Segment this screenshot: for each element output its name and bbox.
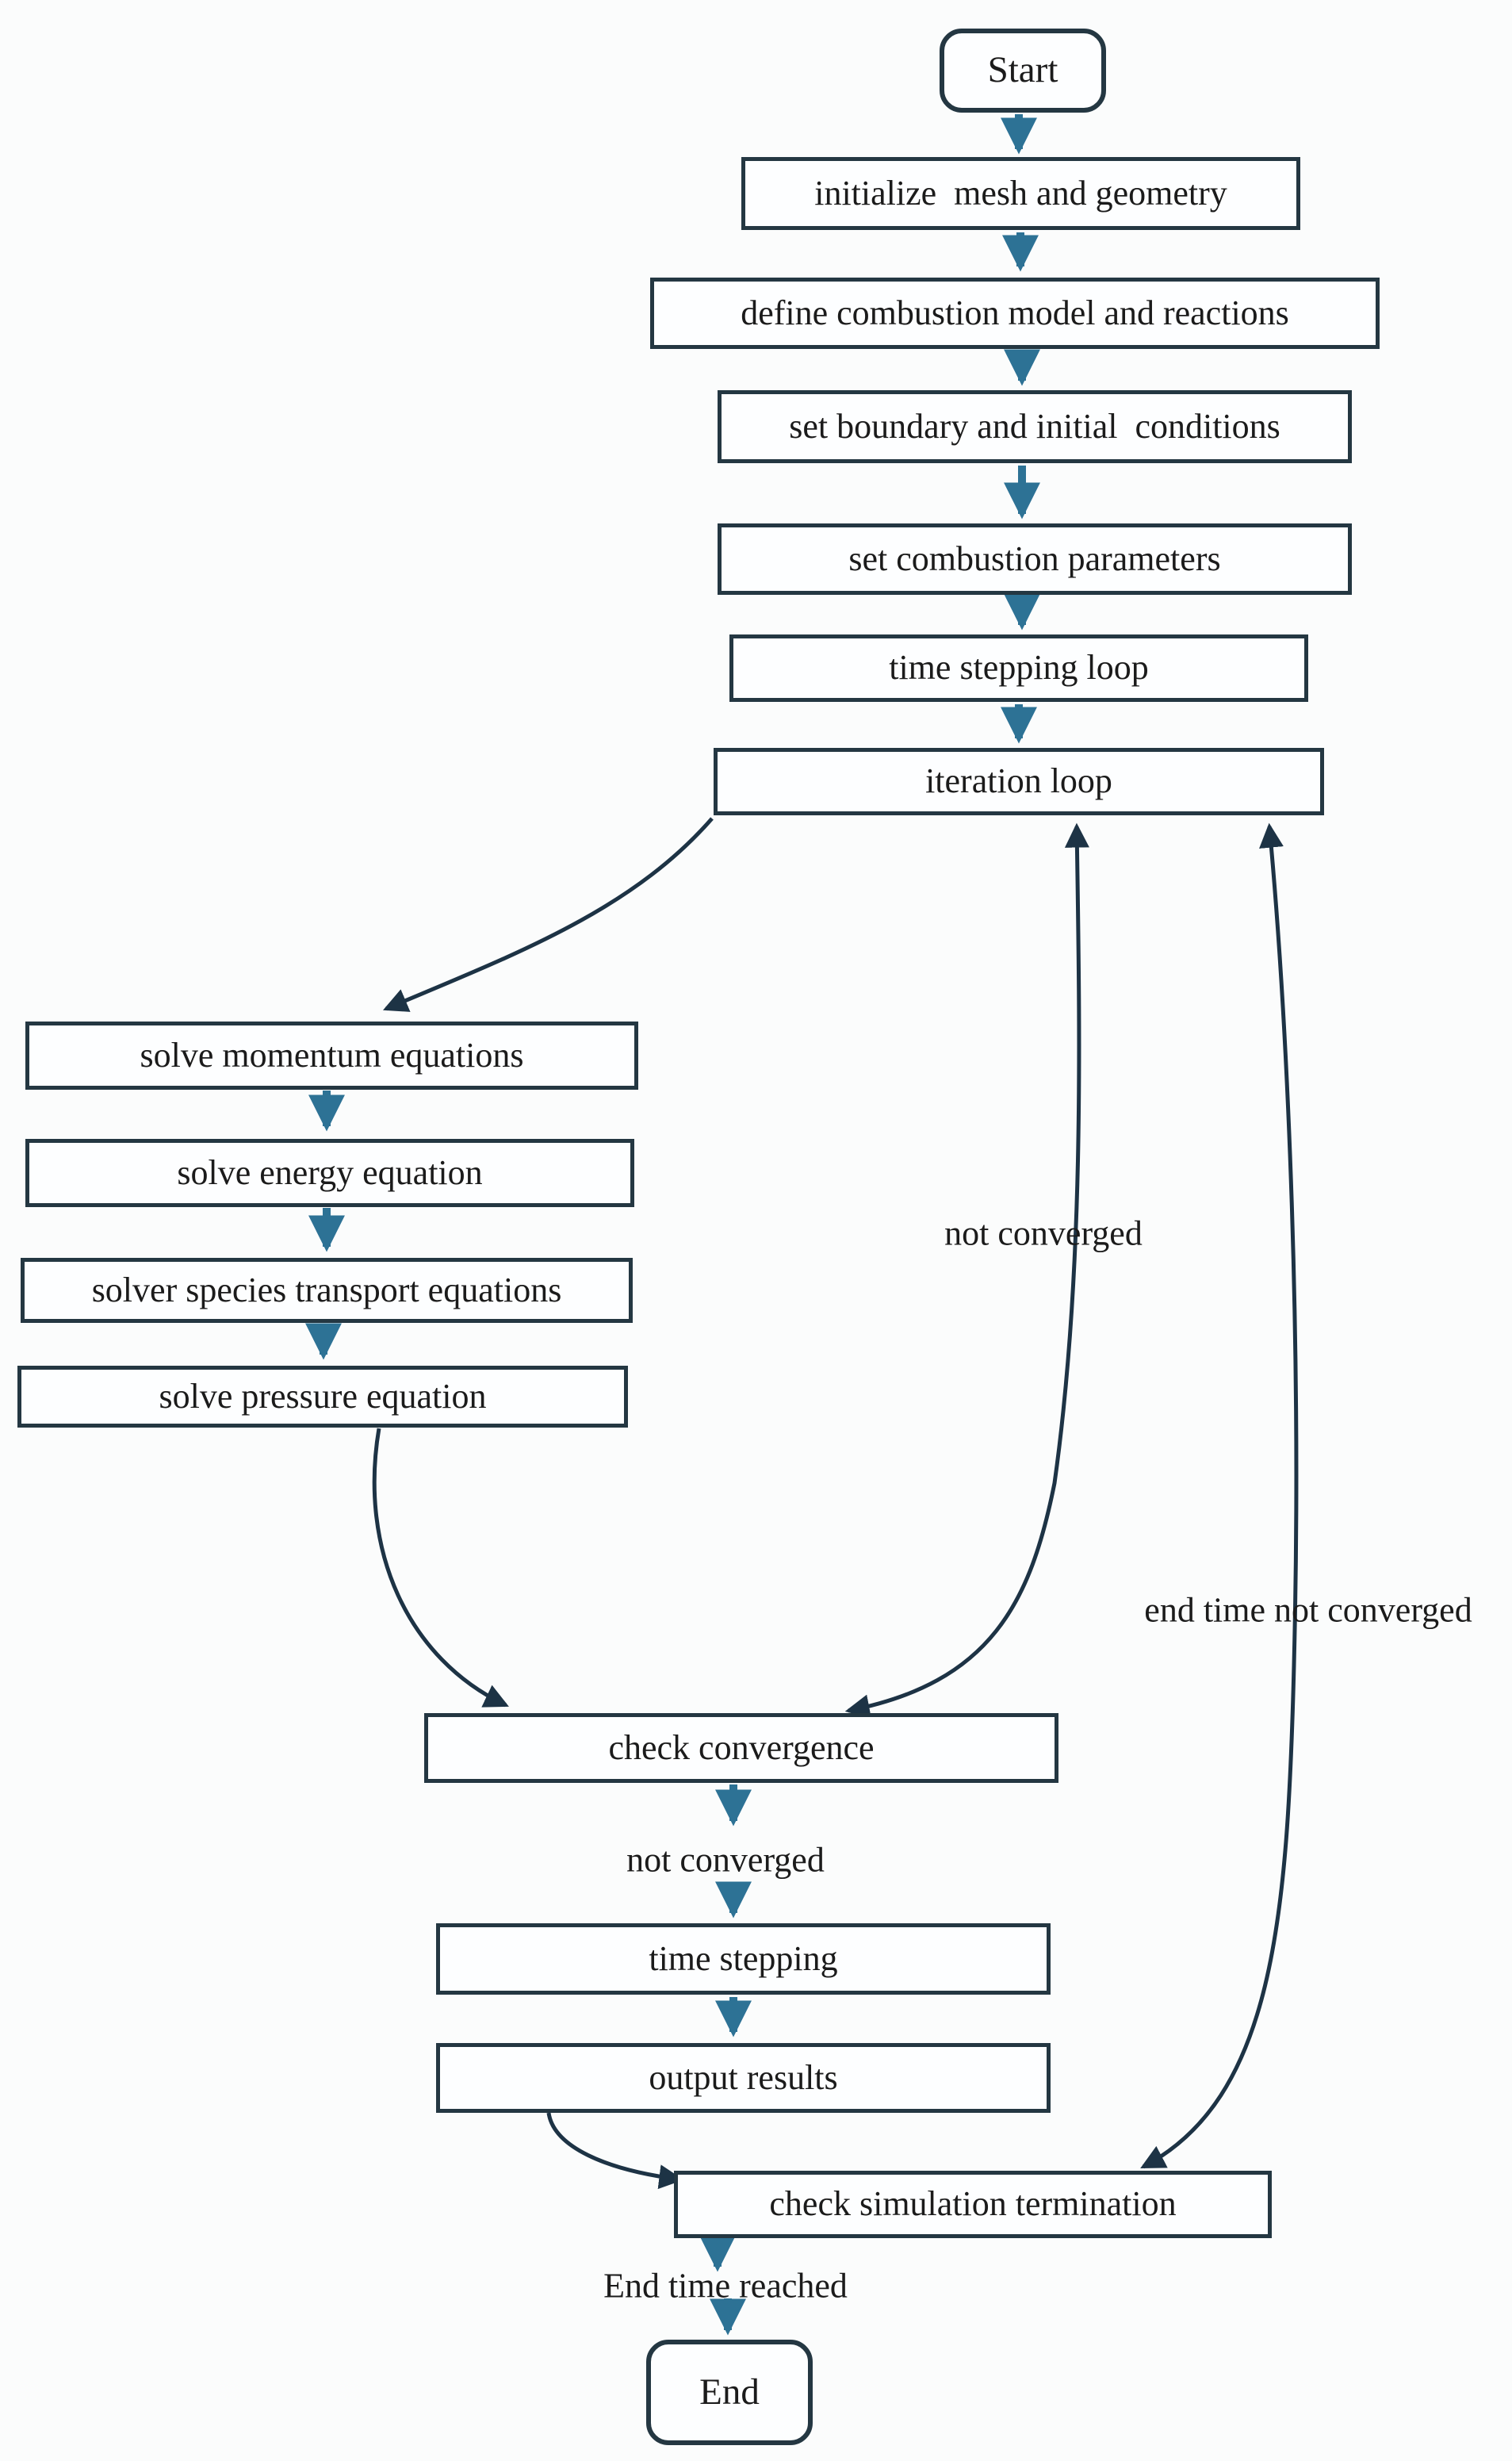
node-check-convergence: check convergence [424,1713,1058,1783]
node-define-combustion-model-label: define combustion model and reactions [741,293,1289,332]
node-start: Start [940,29,1106,113]
node-solve-pressure-label: solve pressure equation [159,1376,487,1416]
node-time-stepping-loop-label: time stepping loop [889,648,1149,688]
node-time-stepping-loop: time stepping loop [729,634,1308,702]
node-check-convergence-label: check convergence [608,1727,875,1767]
node-set-boundary-conditions: set boundary and initial conditions [718,390,1352,463]
label-end-time-not-converged: end time not converged [1144,1590,1472,1630]
node-set-combustion-parameters-label: set combustion parameters [848,539,1221,578]
node-solve-pressure: solve pressure equation [17,1366,628,1428]
edge-iteration-to-momentum [383,817,714,1012]
node-define-combustion-model: define combustion model and reactions [650,278,1380,349]
node-solve-momentum: solve momentum equations [25,1022,638,1090]
node-solve-energy: solve energy equation [25,1139,634,1207]
node-solve-energy-label: solve energy equation [177,1152,483,1192]
node-iteration-loop-label: iteration loop [925,761,1112,801]
edge-output-to-termination [546,2112,684,2190]
node-time-stepping-label: time stepping [649,1938,838,1978]
label-end-time-reached: End time reached [603,2266,848,2306]
node-initialize-mesh: initialize mesh and geometry [741,157,1300,230]
node-check-simulation-termination: check simulation termination [674,2171,1272,2238]
node-output-results: output results [436,2043,1051,2113]
node-solve-momentum-label: solve momentum equations [140,1035,524,1075]
node-start-label: Start [987,49,1058,91]
node-iteration-loop: iteration loop [714,748,1324,815]
node-solve-species-transport: solver species transport equations [21,1258,633,1323]
node-set-boundary-conditions-label: set boundary and initial conditions [789,406,1280,446]
label-not-converged-inner: not converged [944,1213,1143,1253]
node-output-results-label: output results [649,2057,838,2097]
node-time-stepping: time stepping [436,1923,1051,1995]
label-not-converged-after-check: not converged [626,1840,825,1880]
edge-pressure-to-checkconv [372,1428,509,1708]
node-set-combustion-parameters: set combustion parameters [718,523,1352,595]
node-solve-species-transport-label: solver species transport equations [91,1270,562,1309]
node-check-simulation-termination-label: check simulation termination [769,2184,1177,2224]
node-end: End [646,2340,813,2445]
edge-checkconv-return-to-iteration [844,822,1089,1719]
node-initialize-mesh-label: initialize mesh and geometry [814,173,1227,213]
node-end-label: End [699,2371,760,2413]
edge-termination-return-to-iteration [1140,822,1299,2169]
